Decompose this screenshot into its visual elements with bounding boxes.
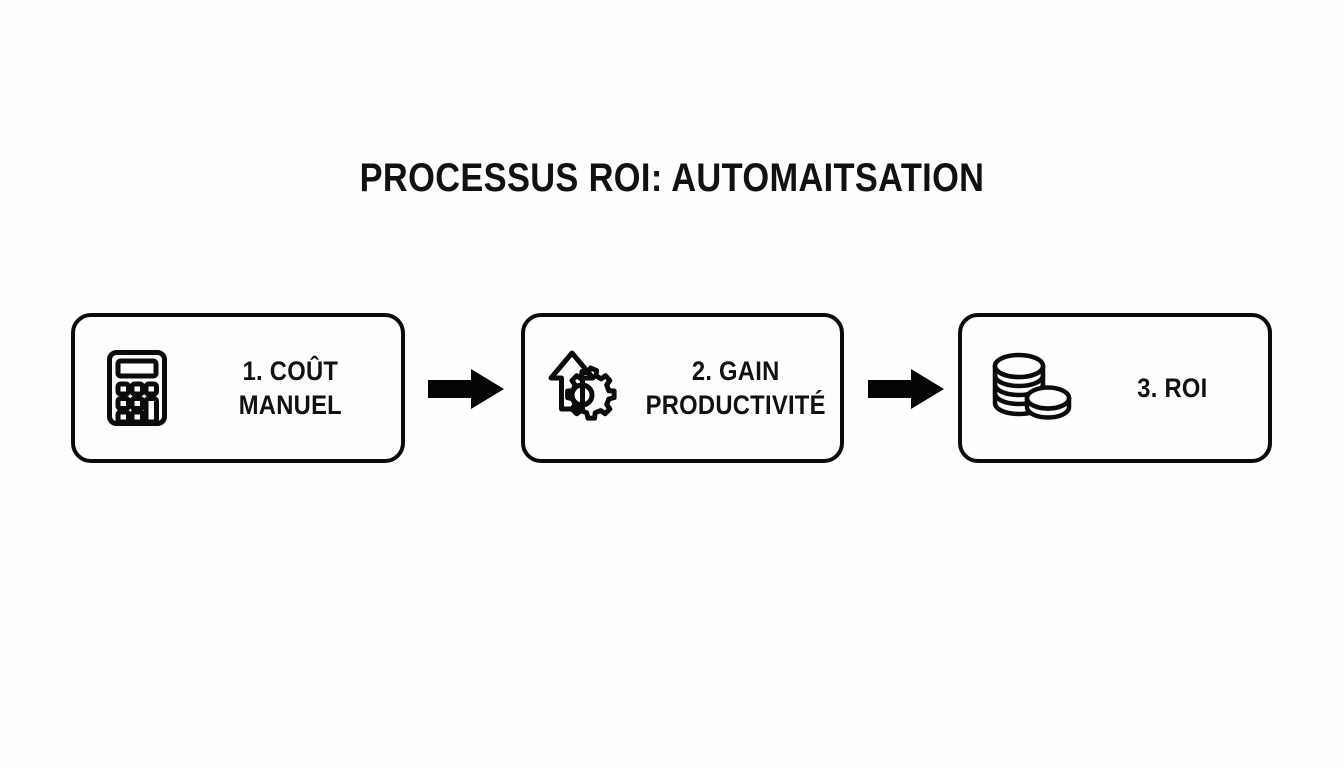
page-title: PROCESSUS ROI: AUTOMAITSATION [359,156,985,200]
arrow-right-icon [428,369,504,409]
step-box-roi[interactable]: 3. ROI [958,313,1272,463]
calculator-icon [89,349,185,427]
step-label-3: 3. ROI [1093,371,1257,405]
step-label-1: 1. COÛT MANUEL [198,354,388,422]
arrow-right-icon [868,369,944,409]
step-label-1-line1: 1. COÛT [242,356,339,386]
process-flow-row: 1. COÛT MANUEL [0,313,1344,463]
step-label-2-line1: 2. GAIN [691,356,780,386]
arrow-up-gear-icon [537,347,633,429]
step-label-1-line2: MANUEL [238,390,342,420]
step-box-gain-productivite[interactable]: 2. GAIN PRODUCTIVITÉ [521,313,844,463]
step-box-cout-manuel[interactable]: 1. COÛT MANUEL [71,313,405,463]
step-label-2: 2. GAIN PRODUCTIVITÉ [646,354,831,422]
step-label-2-line2: PRODUCTIVITÉ [645,390,826,420]
coin-stack-icon [982,352,1082,423]
step-label-3-line1: 3. ROI [1137,373,1208,403]
